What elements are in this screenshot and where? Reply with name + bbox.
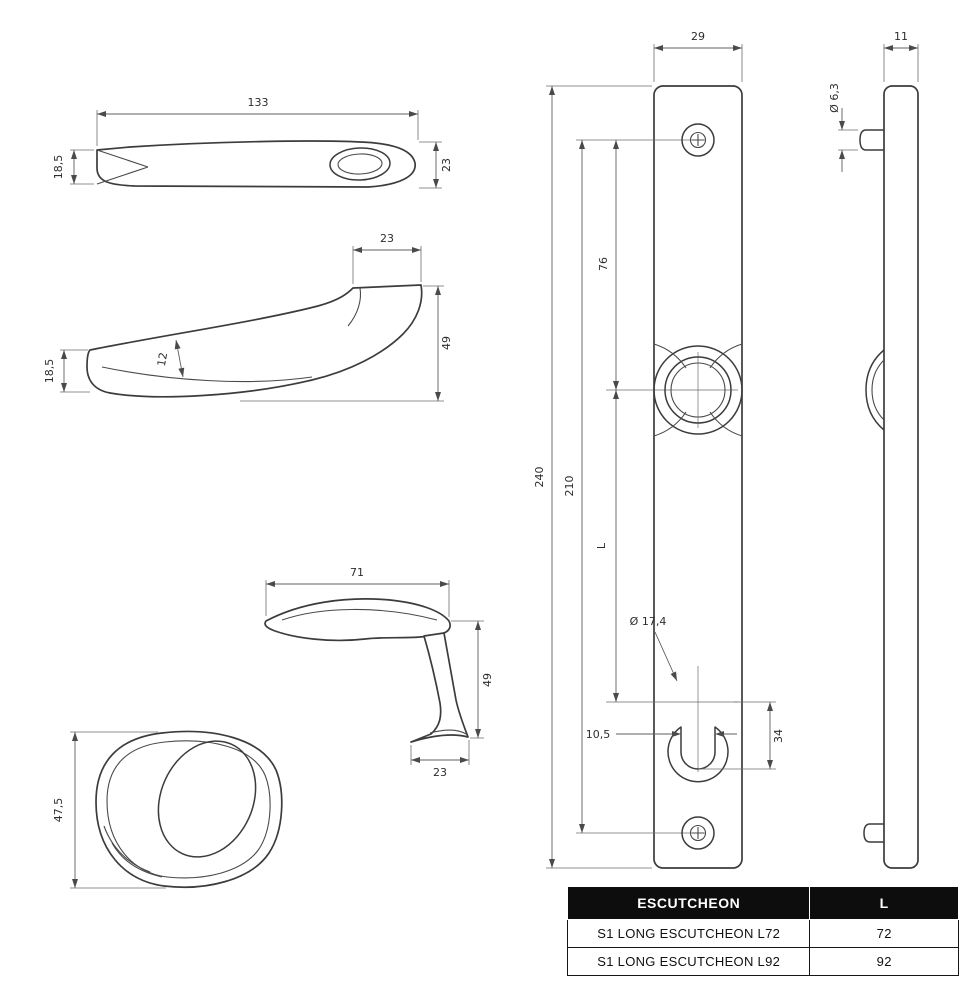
dim-label-cylinder-height: 34 [772, 729, 785, 743]
cylinder-hole-outline [667, 726, 729, 783]
dim-label-screw-centers: 210 [563, 476, 576, 497]
escutcheon-front-view: 29 240 210 76 L Ø 17,4 34 10,5 [533, 30, 785, 869]
top-screw-ring [681, 123, 715, 157]
hub-inner-circle [670, 362, 726, 418]
side-hub-crease [871, 359, 885, 421]
handle-front-neck-outline [410, 632, 469, 743]
escutcheon-size-table: ESCUTCHEON L S1 LONG ESCUTCHEON L72 72 S… [566, 886, 959, 976]
dim-ext [96, 110, 419, 146]
handle-plan-slot-outer [329, 147, 391, 181]
handle-front-grip-outline [264, 598, 451, 642]
handle-side-outline [86, 284, 423, 398]
size-table-container: ESCUTCHEON L S1 LONG ESCUTCHEON L72 72 S… [566, 886, 959, 976]
side-bottom-pin [863, 823, 884, 843]
dim-label-plate-thickness: 11 [894, 30, 908, 43]
top-screw-cross [692, 134, 704, 146]
dim-ext [546, 85, 652, 869]
table-cell-length-value: 92 [809, 947, 959, 976]
table-header-row: ESCUTCHEON L [566, 886, 959, 920]
top-screw-hole [689, 131, 707, 149]
dim-label-plate-width: 29 [691, 30, 705, 43]
handle-side-neck-line [347, 287, 362, 327]
dim-label-front-height: 49 [481, 673, 494, 687]
dim-ext [419, 141, 442, 189]
centerline-cylinder [606, 666, 738, 772]
escutcheon-side-view: 11 Ø 6,3 [828, 30, 919, 869]
bottom-screw-hole [689, 824, 707, 842]
dim-ext [838, 129, 858, 151]
dim-label-screw-to-handle: 76 [597, 257, 610, 271]
handle-front-view: 71 49 23 [264, 566, 494, 779]
dim-label-front-grip-length: 71 [350, 566, 364, 579]
dim-ext [883, 44, 919, 82]
handle-front-foot-line [429, 729, 467, 735]
dim-label-overall-length: 240 [533, 467, 546, 488]
bottom-screw-cross [692, 827, 704, 839]
rose-fold-line-2 [103, 825, 151, 873]
handle-side-grip-line [101, 366, 313, 383]
dim-label-keyway-width: 10,5 [586, 728, 611, 741]
dim-ext [352, 246, 422, 284]
table-row: S1 LONG ESCUTCHEON L92 92 [566, 947, 959, 976]
table-cell-product-name: S1 LONG ESCUTCHEON L92 [566, 947, 811, 976]
rose-inner-oval [157, 740, 257, 858]
table-cell-product-name: S1 LONG ESCUTCHEON L72 [566, 919, 811, 948]
handle-plan-view: 133 18,5 23 [52, 96, 453, 189]
hub-ring-circle [664, 356, 732, 424]
dim-label-handle-to-cylinder: L [595, 542, 608, 549]
dim-label-pin-dia: Ø 6,3 [828, 83, 841, 113]
dim-label-rose-height: 47,5 [52, 798, 65, 823]
rose-inner-outline [106, 740, 271, 879]
dim-label-front-base-width: 23 [433, 766, 447, 779]
handle-front-grip-line [281, 608, 438, 621]
dim-label-handle-tip-height: 18,5 [52, 155, 65, 180]
dim-label-side-height: 49 [440, 336, 453, 350]
dim-line [174, 339, 185, 378]
dim-ext [70, 731, 166, 889]
handle-plan-slot-inner [337, 153, 383, 175]
dim-label-cylinder-dia: Ø 17,4 [630, 615, 667, 628]
handle-side-view: 23 49 18,5 12 [43, 232, 453, 402]
handle-plan-outline [96, 140, 416, 188]
table-header-escutcheon: ESCUTCHEON [566, 886, 811, 920]
bottom-screw-ring [681, 816, 715, 850]
dim-ext [60, 349, 90, 393]
dim-label-handle-length: 133 [248, 96, 269, 109]
dim-label-neck-width: 23 [380, 232, 394, 245]
handle-plan-tip-chamfer [96, 149, 149, 185]
hub-fillet-arcs [653, 343, 743, 437]
rose-fold-line-1 [111, 842, 163, 878]
dim-ext [410, 740, 470, 765]
leader-line [654, 631, 678, 682]
table-header-length: L [809, 886, 959, 920]
table-cell-length-value: 72 [809, 919, 959, 948]
side-hub-bulge [865, 349, 885, 431]
centerline-hub [606, 352, 738, 428]
dim-ext [653, 44, 743, 82]
hub-outer-circle [653, 345, 743, 435]
dim-label-handle-end-height: 23 [440, 158, 453, 172]
rose-plan-view: 47,5 [52, 730, 283, 889]
dim-label-side-tip-height: 18,5 [43, 359, 56, 384]
table-row: S1 LONG ESCUTCHEON L72 72 [566, 919, 959, 948]
dim-label-grip-thickness: 12 [155, 351, 170, 367]
rose-outer-outline [95, 730, 283, 889]
side-plate-outline [883, 85, 919, 869]
side-top-pin [859, 129, 884, 151]
